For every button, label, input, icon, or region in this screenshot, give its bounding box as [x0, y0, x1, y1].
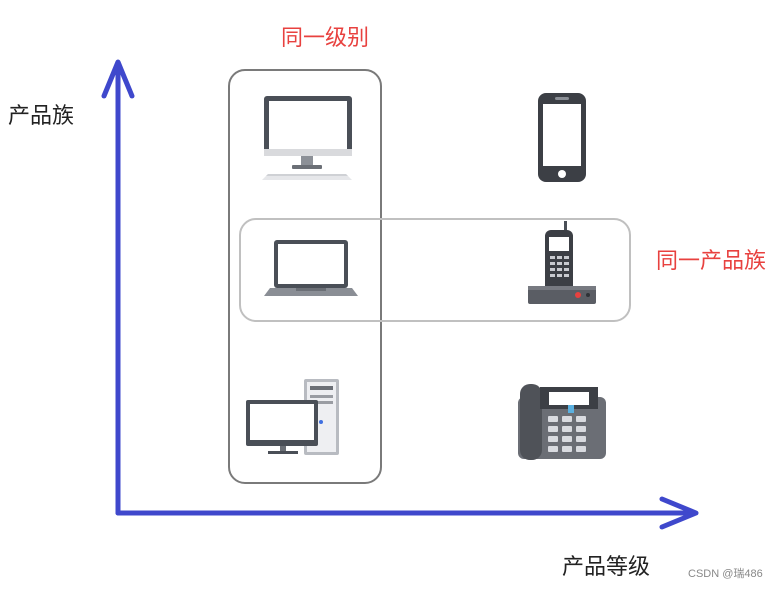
same-family-label: 同一产品族: [656, 249, 767, 274]
x-axis: [115, 496, 699, 530]
smartphone-icon: [538, 93, 586, 182]
desk-telephone-icon: [518, 384, 606, 460]
cordless-phone-icon: [528, 221, 596, 304]
same-level-label: 同一级别: [281, 26, 370, 51]
laptop-icon: [264, 240, 358, 296]
x-axis-label: 产品等级: [562, 555, 651, 580]
desktop-monitor-icon: [262, 96, 352, 180]
y-axis-label: 产品族: [8, 104, 75, 129]
same-level-group-box: [228, 69, 382, 484]
desktop-tower-icon: [246, 379, 339, 455]
y-axis: [101, 59, 135, 516]
same-family-group-box: [239, 218, 631, 322]
watermark: CSDN @瑞486: [688, 568, 763, 580]
